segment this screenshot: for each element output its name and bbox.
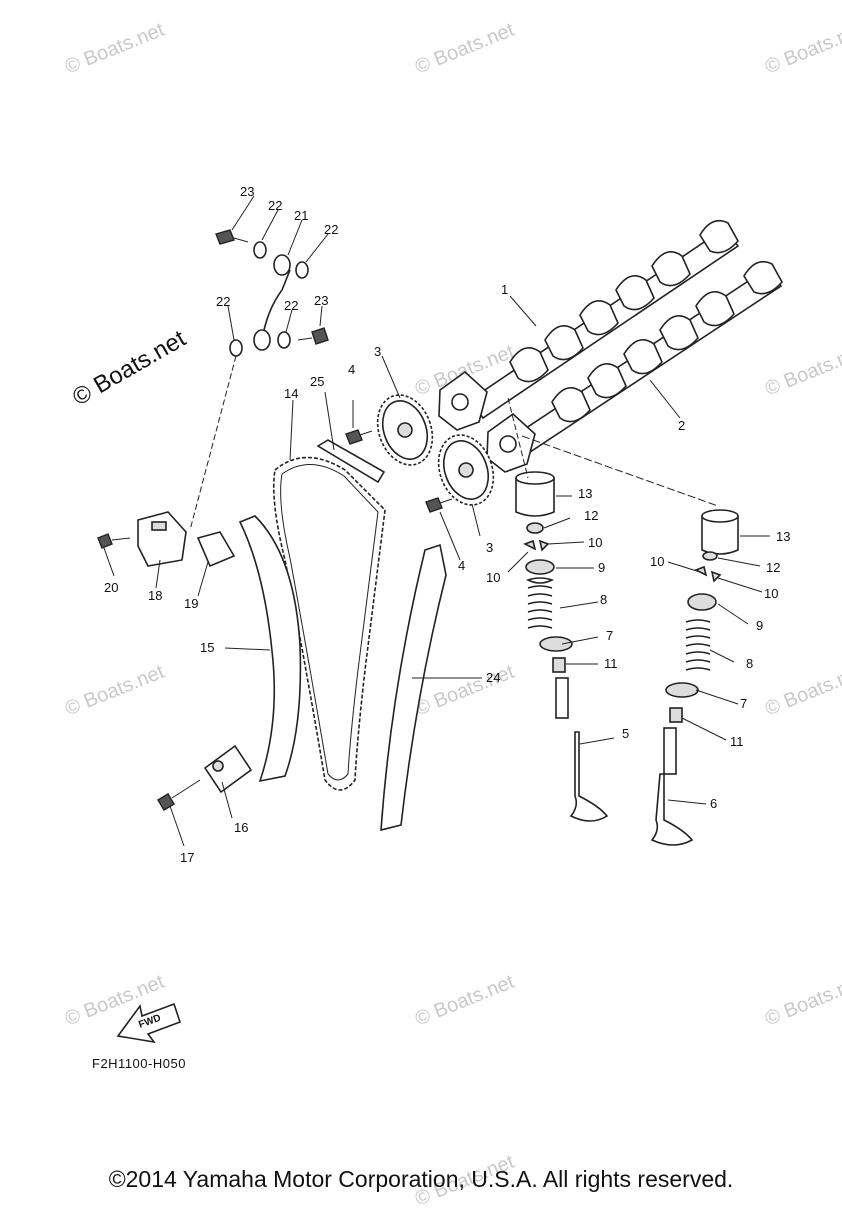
callout-12: 12	[766, 560, 780, 575]
callout-4: 4	[458, 558, 465, 573]
copper-washer	[229, 339, 243, 357]
tensioner-bolt	[97, 533, 131, 549]
callout-5: 5	[622, 726, 629, 741]
callout-4: 4	[348, 362, 355, 377]
callout-18: 18	[148, 588, 162, 603]
callout-12: 12	[584, 508, 598, 523]
timing-chain	[272, 456, 386, 791]
assembly-line	[189, 355, 237, 531]
callout-13: 13	[578, 486, 592, 501]
callout-13: 13	[776, 529, 790, 544]
forward-arrow-icon: FWD	[116, 1002, 182, 1044]
chain-guide-top	[316, 439, 386, 484]
cam-sprocket-lower	[437, 434, 495, 506]
union-bolt	[297, 327, 329, 345]
callout-14: 14	[284, 386, 298, 401]
callout-22: 22	[268, 198, 282, 213]
callout-6: 6	[710, 796, 717, 811]
oil-delivery-pipe	[253, 254, 291, 351]
valve-train-exhaust	[650, 509, 739, 846]
callout-22: 22	[324, 222, 338, 237]
camshaft-exhaust	[486, 260, 783, 473]
cam-sprocket-upper	[376, 394, 434, 466]
callout-25: 25	[310, 374, 324, 389]
chain-guide-exhaust	[380, 543, 447, 832]
copper-washer	[253, 241, 267, 259]
callout-3: 3	[486, 540, 493, 555]
guide-stopper	[203, 744, 253, 794]
tensioner-gasket	[196, 531, 236, 568]
callout-8: 8	[600, 592, 607, 607]
assembly-line	[521, 435, 719, 507]
callout-10: 10	[650, 554, 664, 569]
chain-tensioner	[137, 511, 187, 567]
callout-11: 11	[604, 656, 618, 671]
guide-bolt	[157, 779, 201, 811]
callout-10: 10	[486, 570, 500, 585]
callout-labels: 1 2 3 3 4 4 5 6 7 7 8 8 9 9 10 10 10 10 …	[104, 184, 790, 865]
callout-10: 10	[588, 535, 602, 550]
callout-20: 20	[104, 580, 118, 595]
callout-1: 1	[501, 282, 508, 297]
union-bolt	[215, 229, 249, 245]
callout-23: 23	[314, 293, 328, 308]
sprocket-bolt	[425, 497, 453, 513]
callout-11: 11	[730, 734, 744, 749]
chain-tensioner-guide	[238, 515, 302, 783]
callout-17: 17	[180, 850, 194, 865]
callout-24: 24	[486, 670, 500, 685]
camshaft-intake	[438, 219, 740, 431]
diagram-code: F2H1100-H050	[92, 1056, 186, 1071]
leader-lines	[103, 195, 770, 847]
callout-7: 7	[740, 696, 747, 711]
copyright-notice: ©2014 Yamaha Motor Corporation, U.S.A. A…	[108, 1166, 734, 1192]
callout-19: 19	[184, 596, 198, 611]
callout-15: 15	[200, 640, 214, 655]
callout-9: 9	[756, 618, 763, 633]
callout-8: 8	[746, 656, 753, 671]
copper-washer	[295, 261, 309, 279]
callout-22: 22	[284, 298, 298, 313]
callout-2: 2	[678, 418, 685, 433]
sprocket-bolt	[345, 429, 373, 445]
callout-21: 21	[294, 208, 308, 223]
copper-washer	[277, 331, 291, 349]
assembly-line	[507, 397, 529, 479]
callout-3: 3	[374, 344, 381, 359]
callout-22: 22	[216, 294, 230, 309]
callout-16: 16	[234, 820, 248, 835]
callout-7: 7	[606, 628, 613, 643]
callout-23: 23	[240, 184, 254, 199]
callout-9: 9	[598, 560, 605, 575]
valve-train-intake	[515, 471, 609, 822]
callout-10: 10	[764, 586, 778, 601]
